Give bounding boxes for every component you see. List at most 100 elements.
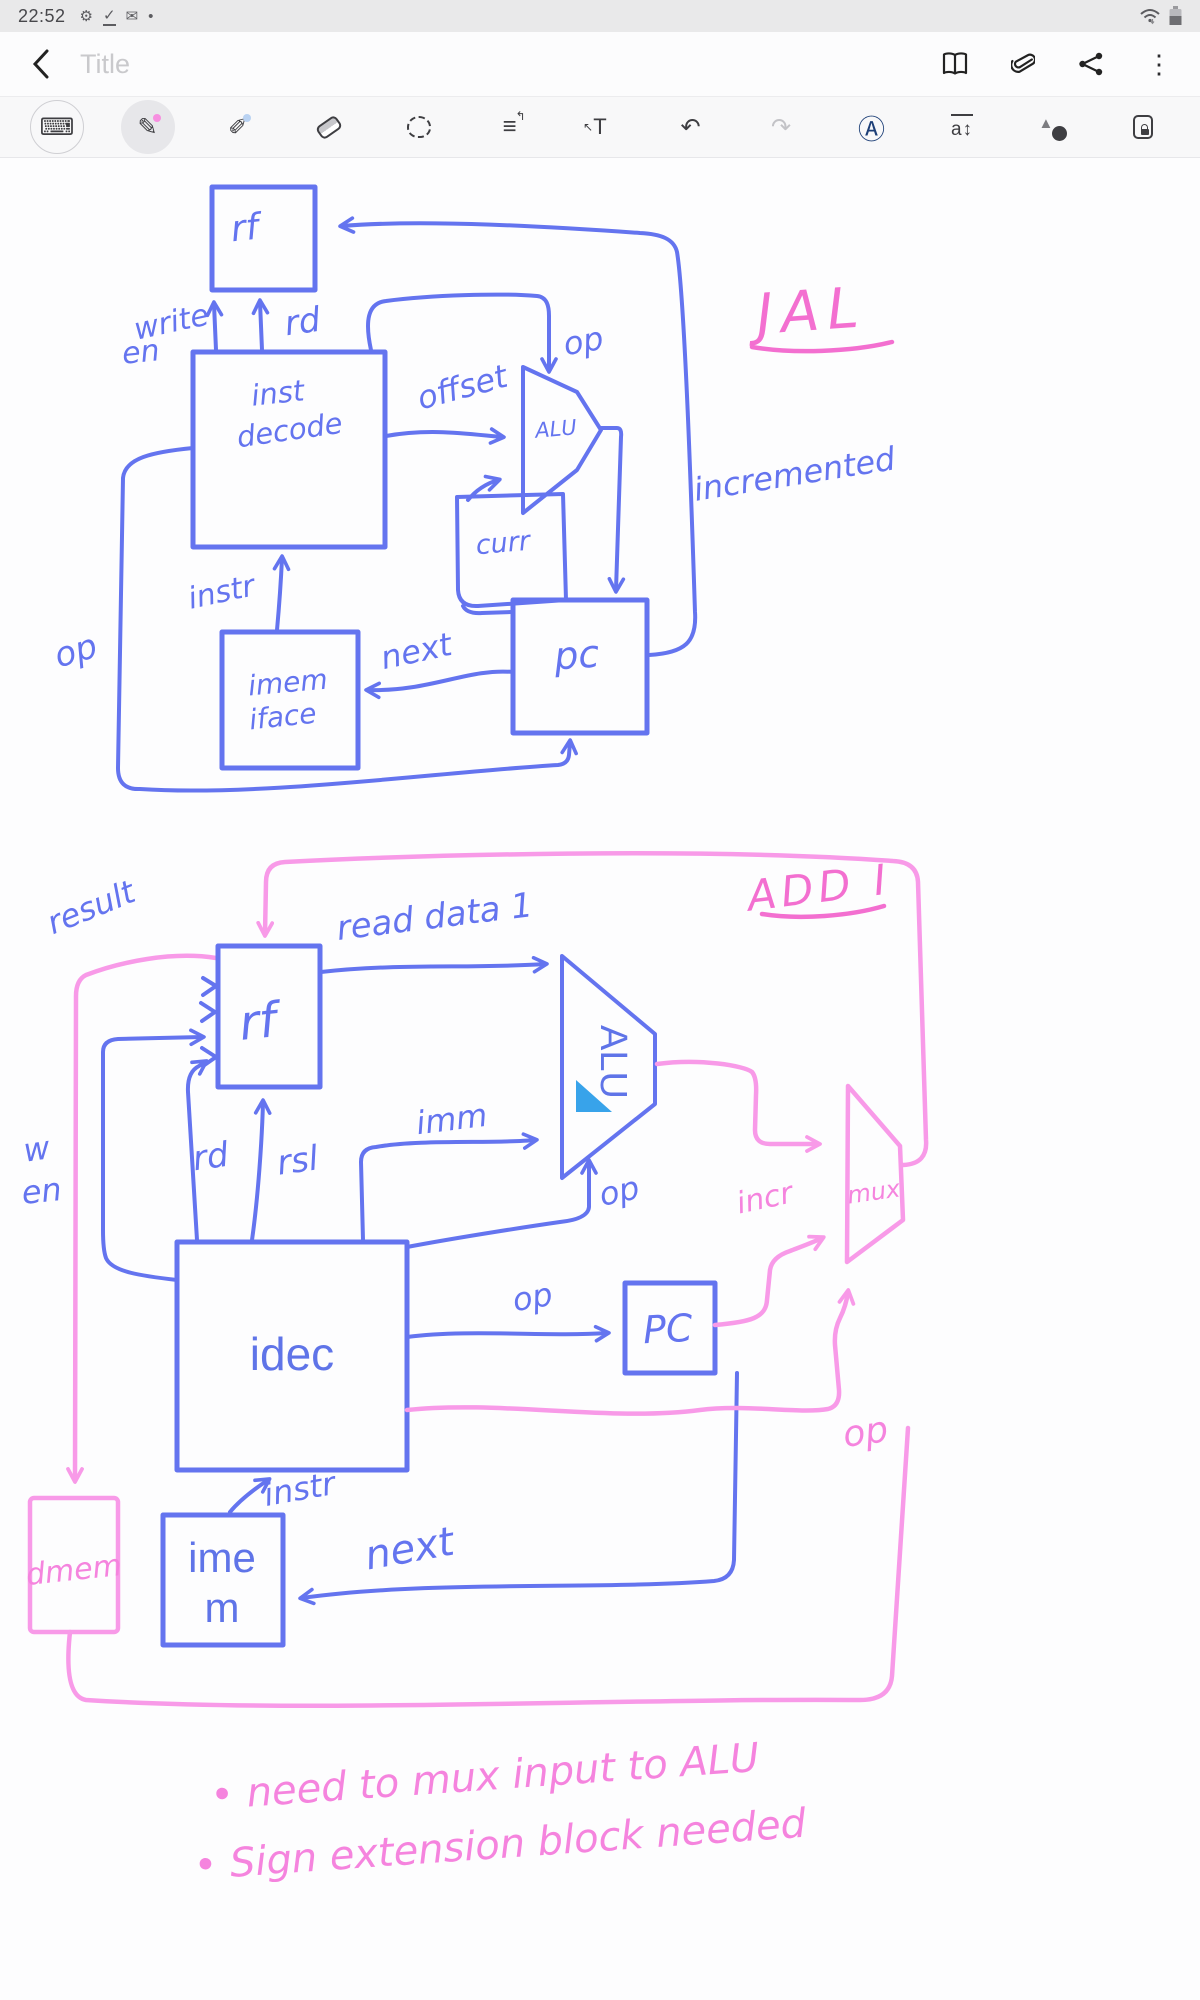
addi-readdata-label: read data 1 xyxy=(334,885,535,949)
keyboard-tool[interactable]: ⌨ xyxy=(30,100,84,154)
jal-rd-arrow xyxy=(251,298,270,352)
convert-to-text-tool[interactable]: T↖ xyxy=(583,114,607,139)
addi-wen-path xyxy=(101,1028,206,1282)
addi-result-label: result xyxy=(41,872,141,942)
gear-icon: ⚙ xyxy=(79,8,93,25)
addi-op-alu-label: op xyxy=(596,1168,643,1213)
redo-button[interactable]: ↷ xyxy=(770,113,792,141)
addi-op-mux-label: op xyxy=(840,1409,890,1456)
eraser-tool[interactable] xyxy=(302,100,356,154)
addi-rsl-path xyxy=(250,1098,272,1242)
handwritten-notes: • need to mux input to ALU • Sign extens… xyxy=(192,1735,808,1889)
addi-rd-path xyxy=(185,1059,209,1242)
undo-button[interactable]: ↶ xyxy=(680,113,701,141)
addi-op-pc-arrow xyxy=(405,1324,611,1343)
mail-icon: ✉ xyxy=(125,8,139,25)
jal-pc-label: pc xyxy=(552,631,601,678)
clock: 22:52 xyxy=(18,5,66,26)
addi-readdata-arrow xyxy=(319,955,549,974)
jal-next-label: next xyxy=(377,625,456,677)
addi-imem-box xyxy=(160,1512,286,1648)
check-icon: ✓ xyxy=(103,7,116,26)
jal-inst-label: inst xyxy=(250,373,308,413)
jal-iface-label: iface xyxy=(247,697,318,737)
jal-op-loop xyxy=(116,446,578,793)
jal-instr-label: instr xyxy=(185,568,260,617)
jal-offset-arrow xyxy=(384,427,506,445)
addi-rsl-label: rsl xyxy=(274,1138,321,1183)
addi-mux-shape xyxy=(844,1083,906,1265)
jal-curr-label: curr xyxy=(475,526,534,562)
title-bar: ⋮ xyxy=(0,32,1200,96)
jal-diagram: rf incremented write en rd inst decode o… xyxy=(50,184,898,793)
addi-title-underline xyxy=(759,903,887,920)
jal-pc-box xyxy=(510,597,650,736)
jal-instr-arrow xyxy=(272,554,291,632)
straighten-tool[interactable]: ≡↰ xyxy=(502,109,526,140)
jal-curr-to-alu xyxy=(466,474,502,502)
lock-icon xyxy=(1133,115,1153,139)
addi-op-alu-path xyxy=(405,1158,598,1249)
share-icon[interactable] xyxy=(1074,47,1108,81)
jal-rf-box xyxy=(209,184,318,293)
jal-offset-label: offset xyxy=(413,357,513,418)
reader-mode-icon[interactable] xyxy=(938,47,972,81)
addi-pc-label: PC xyxy=(642,1306,694,1353)
menu-kebab-icon[interactable]: ⋮ xyxy=(1146,49,1172,79)
addi-imm-path xyxy=(359,1132,539,1242)
jal-incremented-label: incremented xyxy=(691,439,898,508)
addi-bottom-loop xyxy=(66,1425,911,1709)
addi-diagram: result rf read data 1 ALU imm op rd rsl … xyxy=(20,851,929,1709)
jal-rd-label: rd xyxy=(282,300,323,345)
paperclip-icon[interactable] xyxy=(1006,47,1040,81)
addi-result-loop xyxy=(256,851,929,1168)
addi-idec-box xyxy=(174,1239,410,1473)
jal-decode-label: decode xyxy=(235,406,345,454)
lasso-tool[interactable] xyxy=(392,100,446,154)
jal-title-underline xyxy=(749,339,895,354)
highlighter-tool[interactable]: ✐ xyxy=(211,100,265,154)
highlighter-tip-color xyxy=(243,114,251,122)
addi-rf-box xyxy=(215,943,323,1090)
back-icon[interactable] xyxy=(24,47,58,81)
jal-title: JAL xyxy=(744,275,868,348)
jal-curr-to-pc xyxy=(461,604,514,616)
addi-rf-input-chevrons xyxy=(199,976,218,1068)
drawing-canvas[interactable]: rf incremented write en rd inst decode o… xyxy=(0,158,1200,2000)
more-notifications-icon: • xyxy=(148,7,154,25)
jal-op-top-path xyxy=(366,292,558,374)
addi-pc-to-mux xyxy=(712,1234,826,1328)
eraser-icon xyxy=(314,113,343,141)
addi-imem-label-2: m xyxy=(205,1584,240,1631)
status-bar: 22:52 ⚙ ✓ ✉ • xyxy=(0,0,1200,32)
addi-op-mux-path xyxy=(404,1288,856,1416)
addi-op-pc-label: op xyxy=(510,1275,556,1319)
addi-rd-label: rd xyxy=(190,1135,231,1180)
pen-tip-color xyxy=(152,114,161,122)
addi-rf-label: rf xyxy=(237,992,285,1052)
jal-next-arrow xyxy=(364,669,515,700)
battery-icon xyxy=(1169,6,1182,25)
addi-result-to-dmem xyxy=(66,953,219,1484)
jal-alu-to-pc xyxy=(599,426,626,594)
jal-op-left-label: op xyxy=(50,626,102,676)
page-lock-tool[interactable] xyxy=(1116,100,1170,154)
addi-imm-label: imm xyxy=(414,1096,489,1142)
text-size-tool[interactable]: a↕ xyxy=(935,100,989,154)
jal-incremented-path xyxy=(338,216,698,657)
jal-writeen-arrow xyxy=(205,300,224,352)
addi-dmem-label: dmem xyxy=(24,1548,123,1593)
pen-tool[interactable]: ✎ xyxy=(120,100,175,154)
addi-imem-label-1: ime xyxy=(188,1534,256,1581)
jal-imem-label: imem xyxy=(247,663,329,703)
addi-incr-label: incr xyxy=(734,1175,798,1221)
addi-next-label: next xyxy=(361,1518,458,1579)
addi-pc-box xyxy=(622,1280,718,1376)
note-title-input[interactable] xyxy=(80,48,380,80)
addi-alu-triangle xyxy=(576,1080,612,1112)
addi-en-label: en xyxy=(20,1170,64,1212)
note-line-1: • need to mux input to ALU xyxy=(209,1735,761,1819)
pen-style-tool[interactable]: ▲ xyxy=(1026,100,1080,154)
auto-shape-tool[interactable]: Ⓐ xyxy=(858,114,885,145)
